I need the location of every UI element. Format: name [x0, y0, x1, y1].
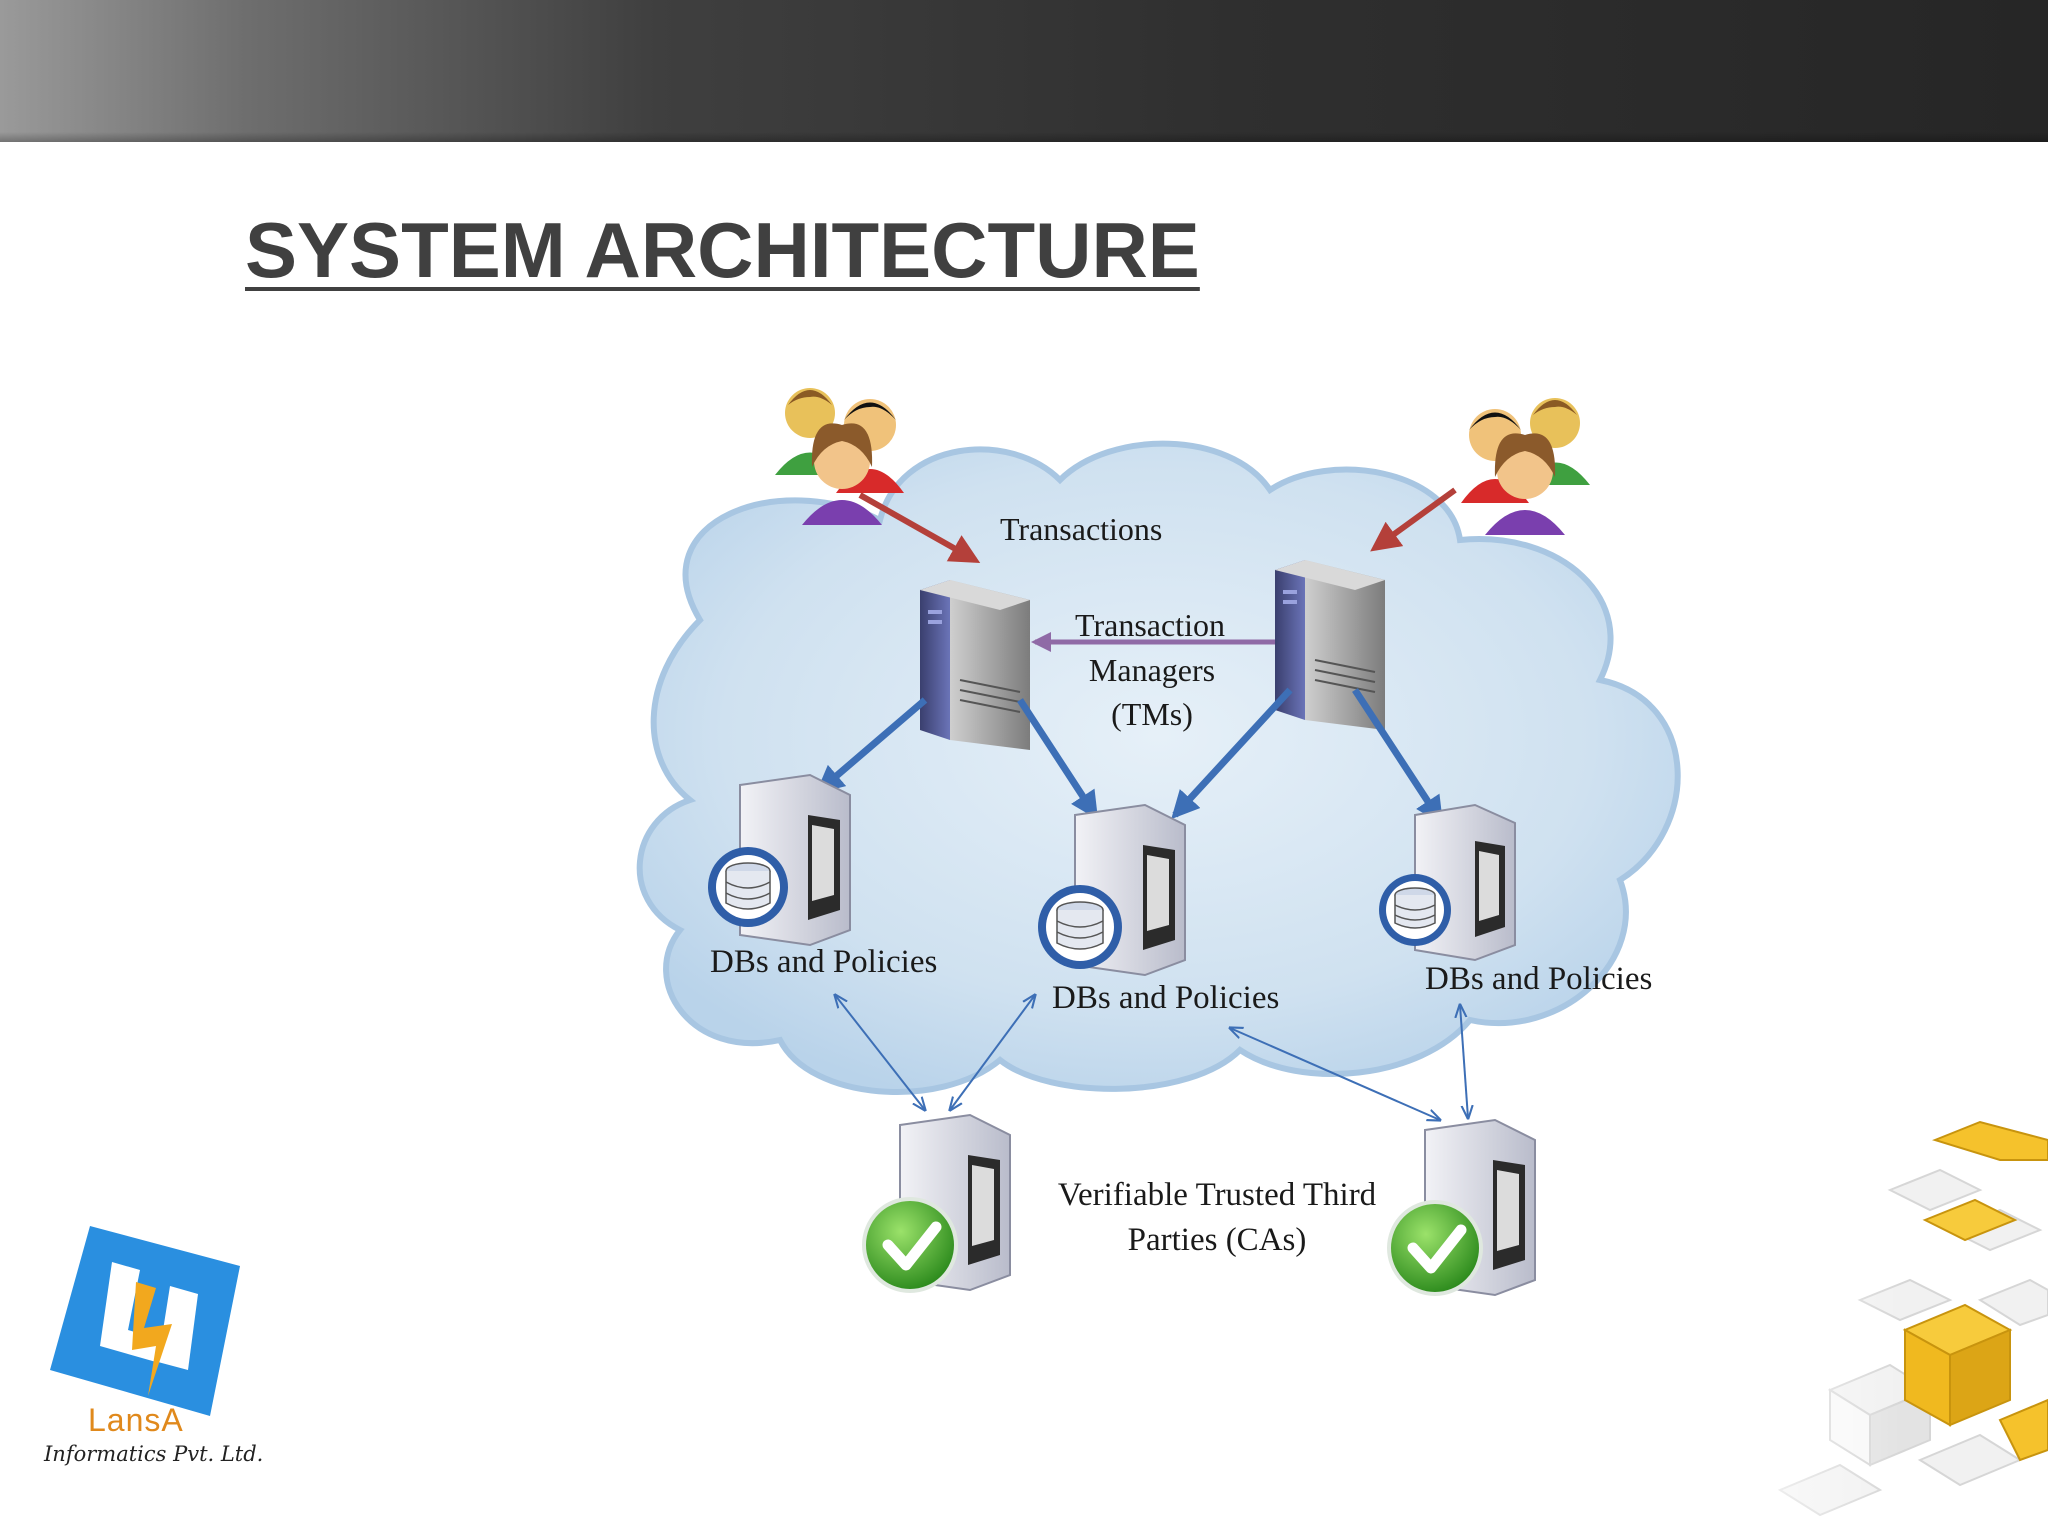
- tower-server-icon: [920, 580, 1030, 750]
- label-ttp-line2: Parties (CAs): [1128, 1222, 1307, 1258]
- database-server-icon: [708, 773, 851, 947]
- label-db-center: DBs and Policies: [1052, 980, 1279, 1016]
- label-db-right: DBs and Policies: [1425, 961, 1652, 997]
- verified-server-icon: [862, 1113, 1011, 1293]
- logo-subtitle: Informatics Pvt. Ltd.: [44, 1442, 264, 1466]
- tm-db-arrow: [1171, 687, 1293, 820]
- transaction-arrow-left: [858, 492, 981, 563]
- db-ca-link: [1230, 1028, 1440, 1120]
- label-tm-line2: Managers: [1089, 652, 1215, 688]
- label-ttp-line1: Verifiable Trusted Third: [1058, 1177, 1377, 1213]
- label-tm-line3: (TMs): [1111, 696, 1193, 732]
- decorative-cubes: [1680, 1100, 2048, 1536]
- tower-server-icon: [1275, 560, 1385, 730]
- user-group-icon: [1461, 398, 1590, 535]
- transaction-arrow-right: [1370, 487, 1457, 552]
- company-logo: [50, 1226, 240, 1416]
- checkmark-icon: [1387, 1200, 1483, 1296]
- checkmark-icon: [862, 1197, 958, 1293]
- verified-server-icon: [1387, 1118, 1536, 1297]
- label-transactions: Transactions: [1000, 511, 1162, 547]
- database-server-icon: [1379, 803, 1516, 962]
- tm-db-arrow: [1017, 698, 1099, 820]
- logo-name: LansA: [88, 1402, 184, 1438]
- label-tm-line1: Transaction: [1075, 607, 1225, 643]
- label-db-left: DBs and Policies: [710, 944, 937, 980]
- header-bar: [0, 0, 2048, 142]
- db-ca-link: [1460, 1005, 1468, 1118]
- database-server-icon: [1038, 803, 1186, 977]
- user-group-icon: [775, 388, 904, 525]
- db-ca-link: [835, 995, 925, 1110]
- tm-db-arrow: [815, 697, 928, 794]
- db-ca-link: [950, 995, 1035, 1110]
- slide-title: SYSTEM ARCHITECTURE: [245, 206, 1200, 294]
- tm-db-arrow: [1352, 688, 1444, 825]
